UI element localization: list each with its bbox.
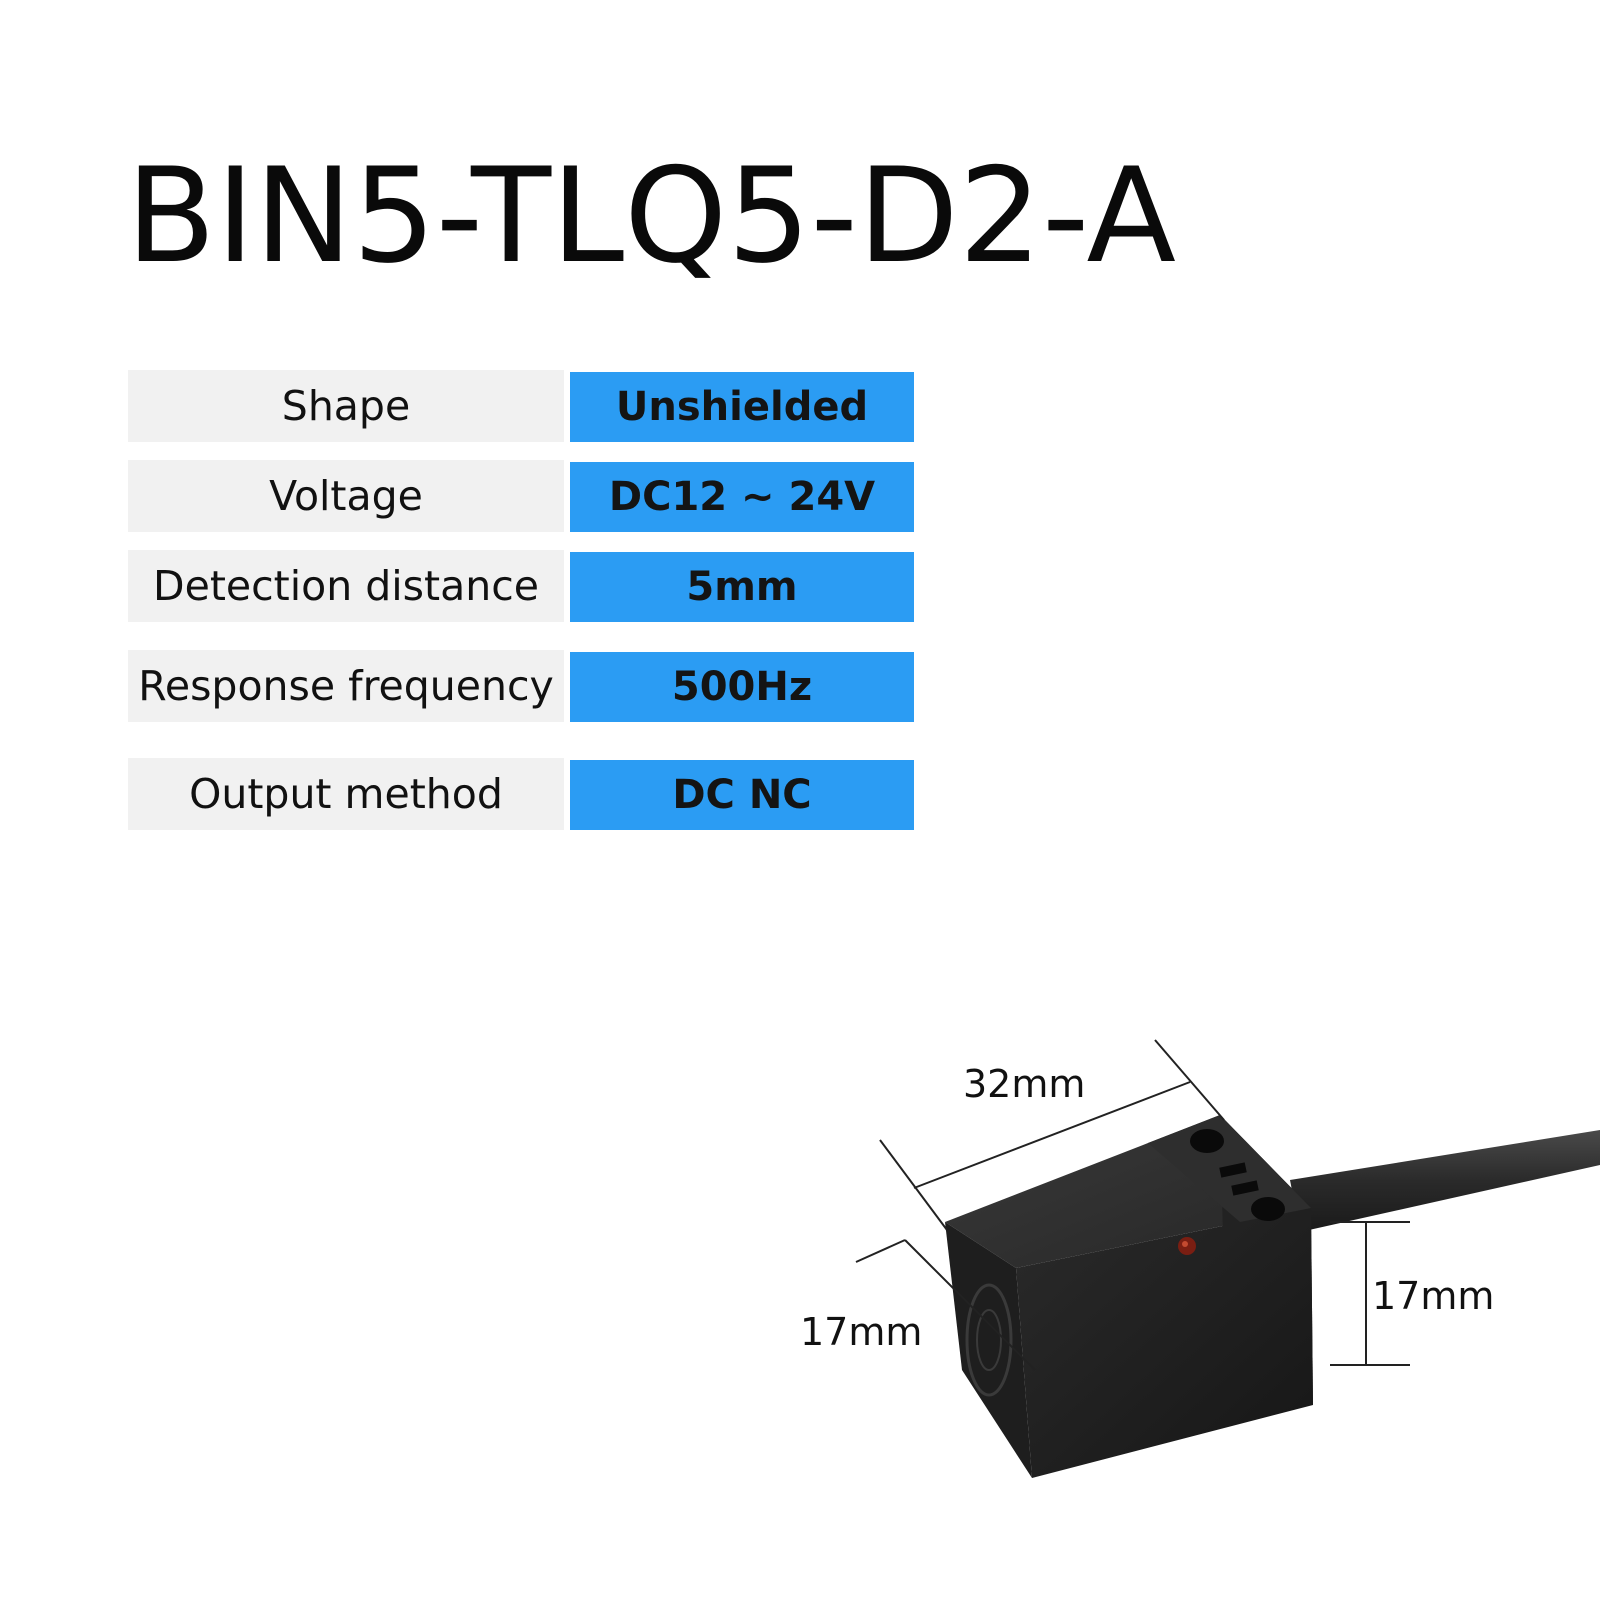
indicator-led-highlight (1182, 1241, 1188, 1247)
spec-row-detection-distance: Detection distance 5mm (128, 550, 918, 622)
dimension-height-label: 17mm (1372, 1274, 1495, 1318)
spec-label: Shape (128, 370, 564, 442)
spec-value: DC12 ~ 24V (570, 462, 914, 532)
spec-label: Response frequency (128, 650, 564, 722)
spec-value: 5mm (570, 552, 914, 622)
spec-label: Voltage (128, 460, 564, 532)
dim-extension-line (855, 1239, 906, 1263)
spec-value: 500Hz (570, 652, 914, 722)
terminal-hole-2 (1251, 1197, 1285, 1221)
spec-row-output-method: Output method DC NC (128, 758, 918, 830)
spec-label: Detection distance (128, 550, 564, 622)
dim-extension-line (1154, 1039, 1225, 1121)
sensing-face-emblem-inner (976, 1309, 1002, 1371)
product-title: BIN5-TLQ5-D2-A (126, 139, 1177, 292)
spec-row-shape: Shape Unshielded (128, 370, 918, 442)
spec-value: Unshielded (570, 372, 914, 442)
sensing-face (945, 1222, 1032, 1478)
dimension-width-label: 17mm (800, 1310, 923, 1354)
spec-label: Output method (128, 758, 564, 830)
dimension-length-label: 32mm (963, 1062, 1086, 1106)
spec-row-response-frequency: Response frequency 500Hz (128, 650, 918, 722)
terminal-hole-1 (1190, 1129, 1224, 1153)
spec-row-voltage: Voltage DC12 ~ 24V (128, 460, 918, 532)
dim-line-width (904, 1239, 1036, 1371)
dim-line-length (913, 1081, 1191, 1189)
terminal-slot-1 (1219, 1162, 1247, 1178)
spec-value: DC NC (570, 760, 914, 830)
sensor-front-face (1016, 1208, 1313, 1478)
dim-extension-line (879, 1139, 948, 1231)
terminal-slot-2 (1231, 1180, 1259, 1196)
cable (1290, 1130, 1600, 1232)
sensing-face-emblem (965, 1283, 1013, 1397)
